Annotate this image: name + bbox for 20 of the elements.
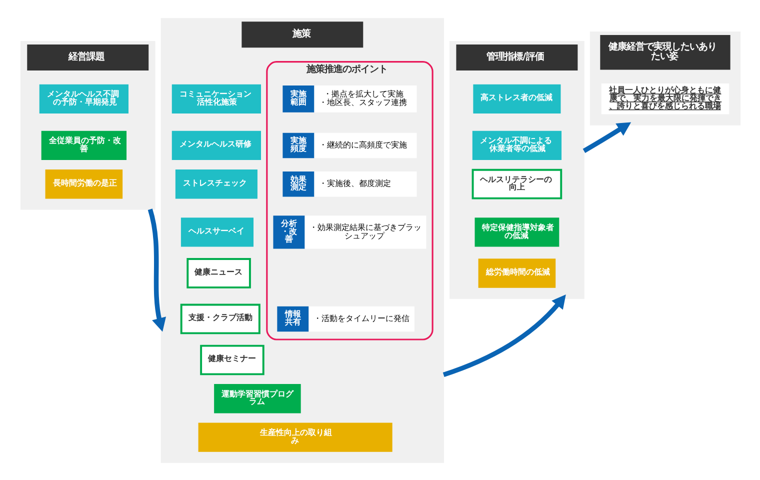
node-box: メンタルヘルス不調の予防・早期発見 bbox=[38, 84, 128, 113]
node-box: 生産性向上の取り組み bbox=[198, 422, 392, 452]
node-box: ヘルスサーベイ bbox=[180, 217, 254, 246]
node-box: メンタル不調による休業者等の低減 bbox=[472, 130, 562, 160]
node-box: 運動学習習慣プログラム bbox=[214, 384, 300, 413]
arrow bbox=[582, 122, 631, 152]
node-box: 特定保健指導対象者の低減 bbox=[474, 217, 559, 246]
node-box: コミュニケーション活性化施策 bbox=[171, 84, 260, 113]
node-box: メンタルヘルス研修 bbox=[171, 130, 260, 160]
node-box: 健康ニュース bbox=[186, 258, 250, 288]
node-box: 高ストレス者の低減 bbox=[472, 84, 560, 113]
node-box: ヘルスリテラシーの向上 bbox=[471, 168, 562, 199]
node-box: ストレスチェック bbox=[174, 169, 257, 198]
arrow bbox=[147, 208, 166, 332]
arrow bbox=[442, 294, 566, 376]
node-box: 全従業員の予防・改善 bbox=[40, 130, 126, 160]
node-box: 健康セミナー bbox=[200, 344, 264, 375]
node-box: 長時間労働の是正 bbox=[44, 169, 122, 198]
node-box: 総労働時間の低減 bbox=[478, 258, 556, 288]
node-box: 支援・クラブ活動 bbox=[180, 303, 260, 334]
